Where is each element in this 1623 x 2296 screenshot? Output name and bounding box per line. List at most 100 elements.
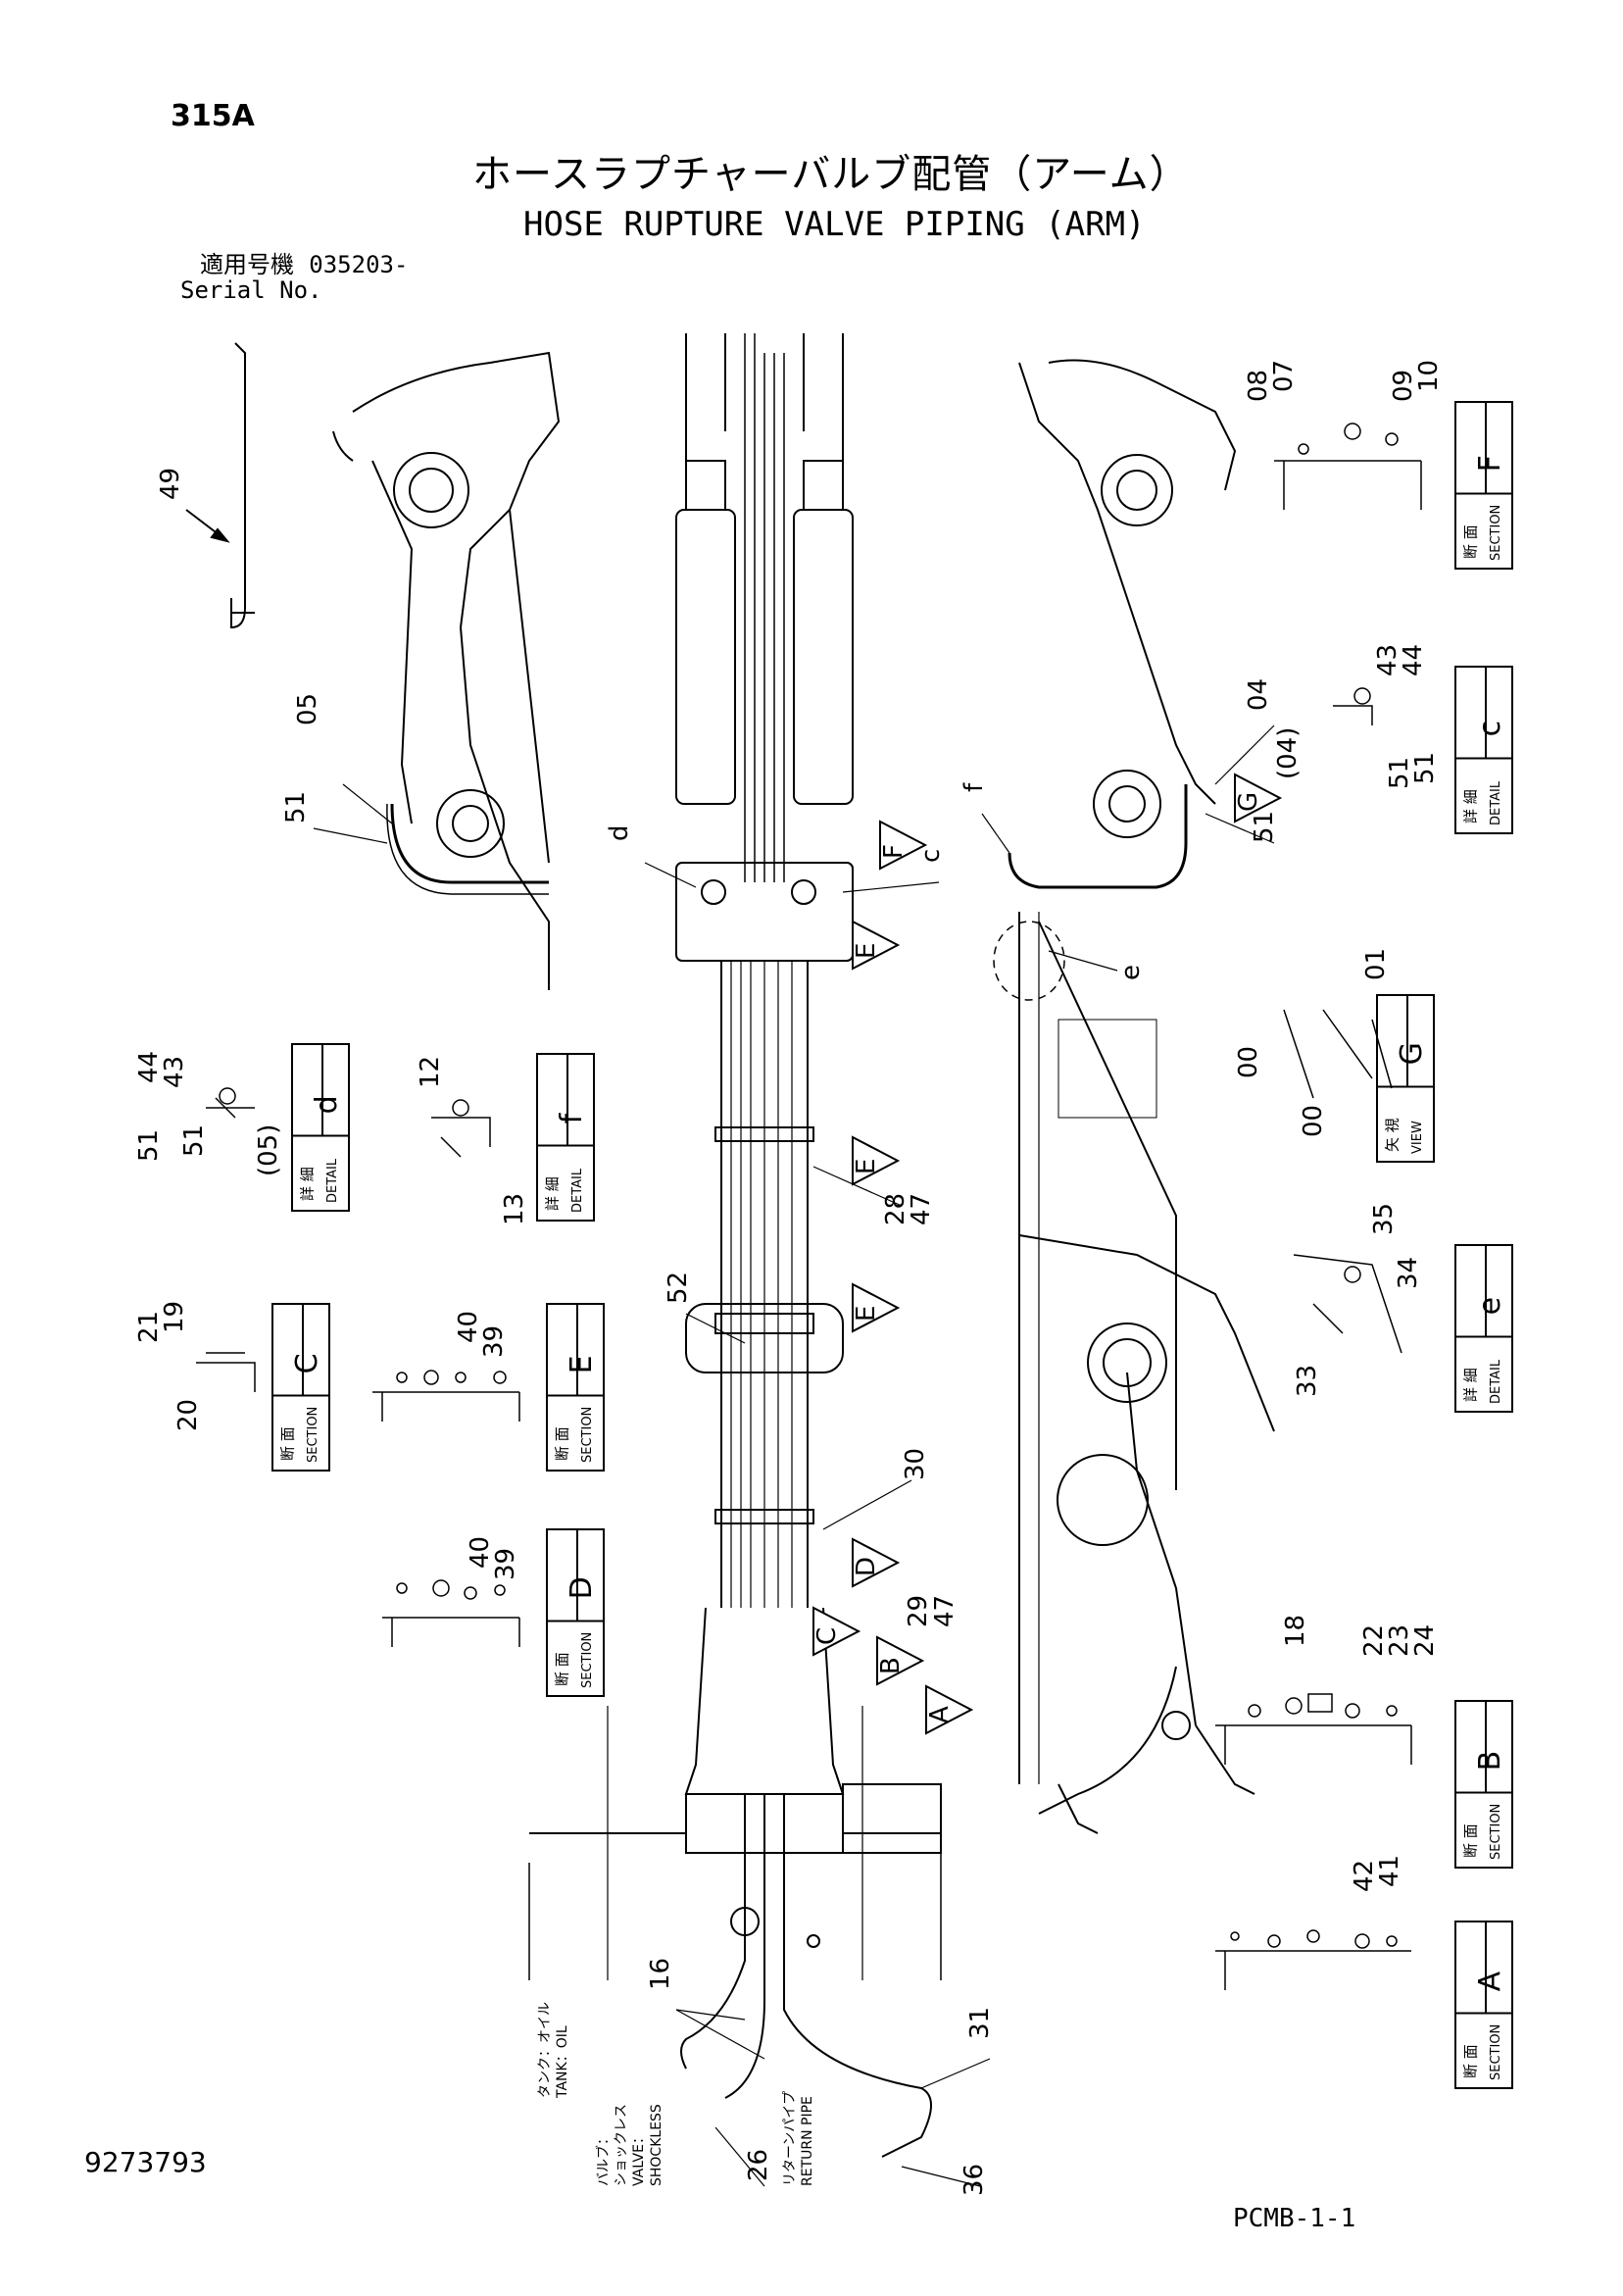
box-label-english: DETAIL [1489, 780, 1503, 825]
callout-c18: 18 [1281, 1615, 1310, 1647]
box-letter: f [555, 1112, 589, 1123]
callout-c39-d: 39 [491, 1548, 520, 1580]
callout-c04: 04 [1244, 678, 1273, 711]
callout-c26: 26 [744, 2149, 773, 2181]
box-letter: B [1473, 1751, 1507, 1772]
leader-line [1048, 950, 1118, 972]
arrow-marker-e2: E [852, 1135, 901, 1186]
box-label-japanese: 断 面 [1461, 2044, 1479, 2078]
box-label-english: DETAIL [570, 1168, 585, 1213]
part-number: 9273793 [84, 2146, 207, 2178]
callout-c40-d: 40 [466, 1536, 495, 1569]
callout-c31: 31 [965, 2007, 995, 2039]
box-section-C: 断 面 SECTION C [271, 1303, 330, 1472]
callout-c51-d1: 51 [134, 1129, 164, 1162]
box-letter: c [1473, 721, 1507, 737]
note-valve-en: VALVE： [631, 2130, 647, 2186]
svg-text:B: B [876, 1657, 906, 1674]
callout-c39-e: 39 [479, 1325, 509, 1358]
callout-c-e: e [1116, 965, 1146, 980]
callout-c40-e: 40 [454, 1311, 483, 1343]
callout-c43-c: 43 [1373, 644, 1402, 676]
callout-c44-d: 44 [134, 1051, 164, 1083]
sheet-id: PCMB-1-1 [1233, 2204, 1356, 2233]
leader-line [842, 881, 940, 893]
box-label-english: SECTION [306, 1407, 320, 1463]
svg-text:C: C [812, 1627, 842, 1645]
box-letter: C [290, 1353, 324, 1373]
serial-label-english: Serial No. [180, 276, 322, 304]
center-arm-assembly [528, 333, 942, 2158]
svg-text:A: A [925, 1706, 955, 1723]
leader-line [901, 2166, 981, 2187]
arrow-marker-e3: E [852, 1282, 901, 1333]
note-valve-jp2: ショックレス [614, 2104, 629, 2186]
left-arm-side-view [332, 351, 561, 990]
note-tank-jp: タンク：オイル [537, 2002, 553, 2098]
page-title-japanese: ホースラプチャーバルブ配管（アーム） [472, 152, 1190, 197]
callout-c04p: (04) [1273, 727, 1303, 779]
callout-c07: 07 [1269, 360, 1299, 392]
box-label-japanese: 断 面 [278, 1426, 296, 1461]
page-code: 315A [171, 99, 255, 133]
page-title-english: HOSE RUPTURE VALVE PIPING (ARM) [523, 205, 1146, 244]
callout-c52: 52 [664, 1272, 693, 1304]
arrow-marker-e1: E [852, 920, 901, 971]
leader-line [981, 813, 1010, 854]
arrow-marker-f: F [879, 820, 928, 871]
serial-label-japanese: 適用号機 [200, 251, 294, 278]
callout-c44-c: 44 [1399, 644, 1428, 676]
callout-c-c: c [916, 849, 946, 863]
box-label-english: SECTION [1489, 1804, 1503, 1860]
box-letter: d [310, 1095, 344, 1114]
box-label-japanese: 断 面 [553, 1652, 570, 1686]
leader-line [644, 862, 697, 888]
leader-line [675, 2009, 746, 2021]
box-label-english: SECTION [580, 1632, 595, 1688]
callout-c20: 20 [173, 1399, 203, 1431]
callout-c00-a: 00 [1234, 1046, 1263, 1078]
arrow-marker-d: D [852, 1537, 901, 1588]
svg-text:E: E [852, 1306, 881, 1322]
box-letter: A [1473, 1971, 1507, 1991]
svg-text:F: F [879, 844, 909, 859]
callout-c29: 29 [904, 1595, 933, 1627]
arrow-marker-c: C [812, 1606, 861, 1657]
callout-c05: 05 [293, 693, 322, 725]
callout-c51-d2: 51 [179, 1124, 209, 1157]
box-label-japanese: 詳 細 [543, 1176, 561, 1211]
svg-text:G: G [1234, 792, 1263, 812]
box-label-japanese: 断 面 [1461, 1823, 1479, 1858]
callout-c33: 33 [1293, 1365, 1322, 1397]
callout-c35: 35 [1369, 1203, 1399, 1235]
callout-c51-r2: 51 [1410, 752, 1440, 784]
section-sketches [196, 423, 1422, 1990]
callout-c41: 41 [1375, 1855, 1404, 1887]
callout-c42: 42 [1350, 1860, 1379, 1892]
callout-c23: 23 [1385, 1624, 1414, 1657]
svg-text:D: D [852, 1557, 881, 1576]
serial-label: 適用号機 035203- [200, 253, 408, 276]
box-section-B: 断 面 SECTION B [1454, 1700, 1513, 1869]
callout-c19: 19 [160, 1301, 189, 1333]
box-label-english: SECTION [1489, 2024, 1503, 2080]
right-arm-side-view [993, 359, 1275, 1834]
callout-c36: 36 [959, 2164, 989, 2196]
note-return-en: RETURN PIPE [800, 2096, 815, 2186]
box-letter: F [1473, 455, 1507, 472]
arrow-marker-g: G [1234, 773, 1283, 824]
arrow-marker-a: A [925, 1684, 974, 1735]
callout-c12: 12 [416, 1056, 445, 1088]
note-return-jp: リターンパイプ [782, 2091, 798, 2186]
callout-c51-left: 51 [281, 791, 311, 824]
item-49-bracket [185, 342, 255, 629]
callout-c00-b: 00 [1299, 1105, 1328, 1137]
callout-c13: 13 [500, 1193, 529, 1225]
callout-c51-r1: 51 [1250, 811, 1279, 843]
callout-c01: 01 [1361, 948, 1391, 980]
